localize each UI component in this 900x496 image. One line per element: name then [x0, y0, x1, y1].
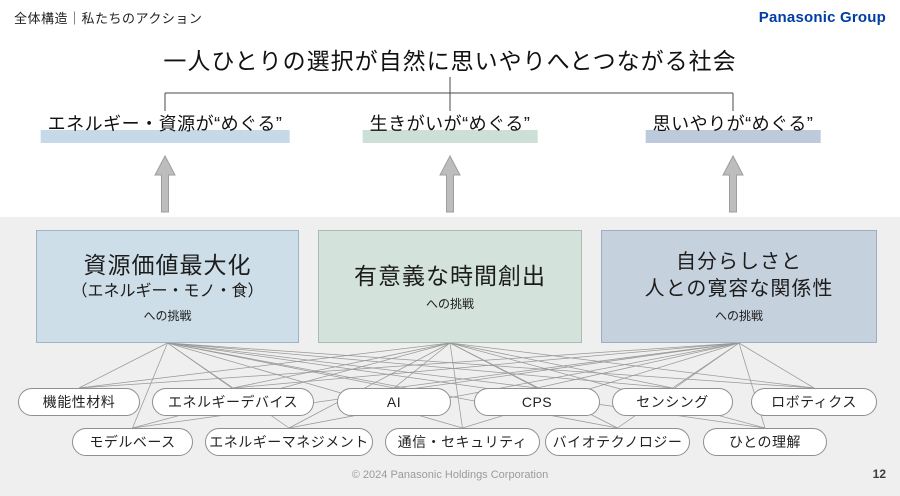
- up-arrow-icon-0: [154, 154, 176, 213]
- phrase-highlight-1: 生きがいが“めぐる”: [362, 114, 538, 143]
- up-arrow-icon-1: [439, 154, 461, 213]
- breadcrumb: 全体構造｜私たちのアクション: [14, 11, 203, 26]
- tech-pill-pills_row1-4: センシング: [612, 388, 733, 416]
- challenge-box-1: 有意義な時間創出への挑戦: [318, 230, 582, 343]
- tech-pill-pills_row2-4: ひとの理解: [703, 428, 827, 456]
- challenge-box-1-line-1: への挑戦: [425, 297, 474, 311]
- challenge-box-0: 資源価値最大化 （エネルギー・モノ・食） への挑戦: [36, 230, 299, 343]
- page-title: 一人ひとりの選択が自然に思いやりへとつながる社会: [163, 48, 737, 74]
- tech-pill-pills_row2-1: エネルギーマネジメント: [205, 428, 373, 456]
- tech-pill-pills_row1-2: AI: [337, 388, 451, 416]
- challenge-box-0-line-0: 資源価値最大化: [83, 251, 252, 278]
- copyright: © 2024 Panasonic Holdings Corporation: [351, 469, 549, 481]
- challenge-box-2-line-2: への挑戦: [714, 309, 763, 323]
- tech-pill-pills_row1-0: 機能性材料: [18, 388, 140, 416]
- tech-pill-pills_row1-1: エネルギーデバイス: [152, 388, 314, 416]
- challenge-box-0-line-1: （エネルギー・モノ・食）: [71, 282, 264, 300]
- challenge-box-0-line-2: への挑戦: [143, 308, 192, 323]
- up-arrow-icon-2: [722, 154, 744, 213]
- challenge-box-1-line-0: 有意義な時間創出: [354, 263, 546, 289]
- tech-pill-pills_row1-5: ロボティクス: [751, 388, 877, 416]
- tech-pill-pills_row1-3: CPS: [474, 388, 600, 416]
- phrase-highlight-0: エネルギー・資源が“めぐる”: [40, 114, 290, 143]
- phrase-highlight-2: 思いやりが“めぐる”: [645, 114, 821, 143]
- tech-pill-pills_row2-2: 通信・セキュリティ: [385, 428, 540, 456]
- page-number: 12: [872, 467, 886, 481]
- panasonic-group-logo: Panasonic Group: [758, 9, 886, 26]
- challenge-box-2: 自分らしさと人との寛容な関係性への挑戦: [601, 230, 877, 343]
- challenge-box-2-line-0: 自分らしさと: [676, 251, 802, 273]
- challenge-box-2-line-1: 人との寛容な関係性: [644, 278, 834, 300]
- tech-pill-pills_row2-0: モデルベース: [72, 428, 193, 456]
- tech-pill-pills_row2-3: バイオテクノロジー: [545, 428, 690, 456]
